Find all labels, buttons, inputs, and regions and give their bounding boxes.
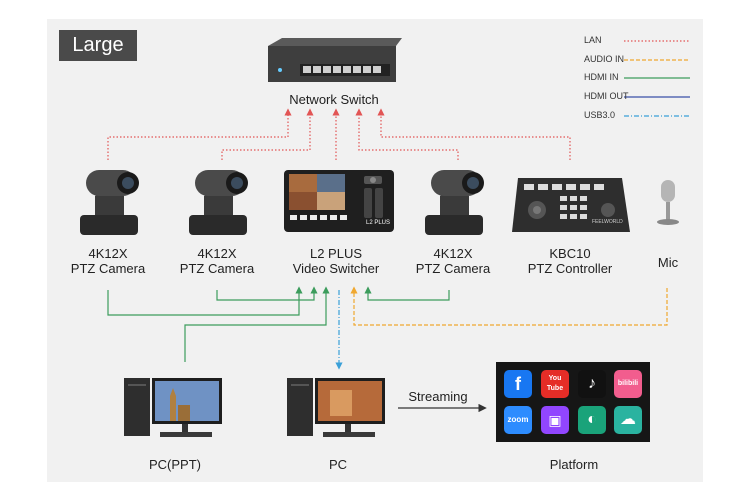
legend-audio-in: AUDIO IN — [584, 54, 625, 64]
controller-brand: FEELWORLD — [592, 219, 623, 225]
camera-2-model: 4K12X — [197, 246, 237, 261]
legend-hdmi-in: HDMI IN — [584, 72, 619, 82]
legend-lines — [624, 40, 690, 117]
circle-app-icon: ◐ — [578, 406, 606, 434]
network-switch-label: Network Switch — [289, 92, 379, 107]
audio-in-line — [350, 286, 668, 326]
camera-2-label: 4K12X PTZ Camera — [167, 246, 267, 276]
pc-label: PC — [328, 457, 348, 472]
pc-device — [287, 378, 385, 437]
legend-lan: LAN — [584, 35, 602, 45]
ptz-controller-device — [512, 178, 630, 232]
camera-1-label: 4K12X PTZ Camera — [58, 246, 158, 276]
controller-type: PTZ Controller — [527, 261, 613, 276]
legend-usb: USB3.0 — [584, 110, 616, 120]
mic-device — [657, 180, 679, 225]
video-switcher-device — [284, 170, 394, 232]
pc-ppt-device — [124, 378, 222, 437]
platform-label: Platform — [549, 457, 599, 472]
legend-hdmi-out: HDMI OUT — [584, 91, 629, 101]
tiktok-icon: ♪ — [578, 370, 606, 398]
camera-3-label: 4K12X PTZ Camera — [403, 246, 503, 276]
controller-label: KBC10 PTZ Controller — [514, 246, 626, 276]
controller-model: KBC10 — [549, 246, 591, 261]
video-switcher-label: L2 PLUS Video Switcher — [281, 246, 391, 276]
youtube-icon: You Tube — [541, 370, 569, 398]
lan-lines — [107, 108, 571, 160]
pc-ppt-label: PC(PPT) — [149, 457, 201, 472]
camera-1-model: 4K12X — [88, 246, 128, 261]
video-switcher-model: L2 PLUS — [309, 246, 363, 261]
camera-3-model: 4K12X — [433, 246, 473, 261]
ptz-camera-1-device — [80, 170, 139, 235]
title-badge: Large — [59, 30, 137, 61]
bilibili-icon: bilibili — [614, 370, 642, 398]
streaming-label: Streaming — [408, 389, 468, 404]
network-switch-device — [268, 38, 402, 82]
ptz-camera-2-device — [189, 170, 248, 235]
video-switcher-type: Video Switcher — [292, 261, 380, 276]
camera-1-type: PTZ Camera — [70, 261, 146, 276]
hdmi-in-lines — [107, 286, 450, 362]
zoom-icon: zoom — [504, 406, 532, 434]
mic-label: Mic — [657, 255, 679, 270]
camera-2-type: PTZ Camera — [179, 261, 255, 276]
cloud-icon: ☁ — [614, 406, 642, 434]
switcher-screen-text: L2 PLUS — [366, 220, 391, 226]
camera-3-type: PTZ Camera — [415, 261, 491, 276]
twitch-icon: ▣ — [541, 406, 569, 434]
ptz-camera-3-device — [425, 170, 484, 235]
facebook-icon: f — [504, 370, 532, 398]
